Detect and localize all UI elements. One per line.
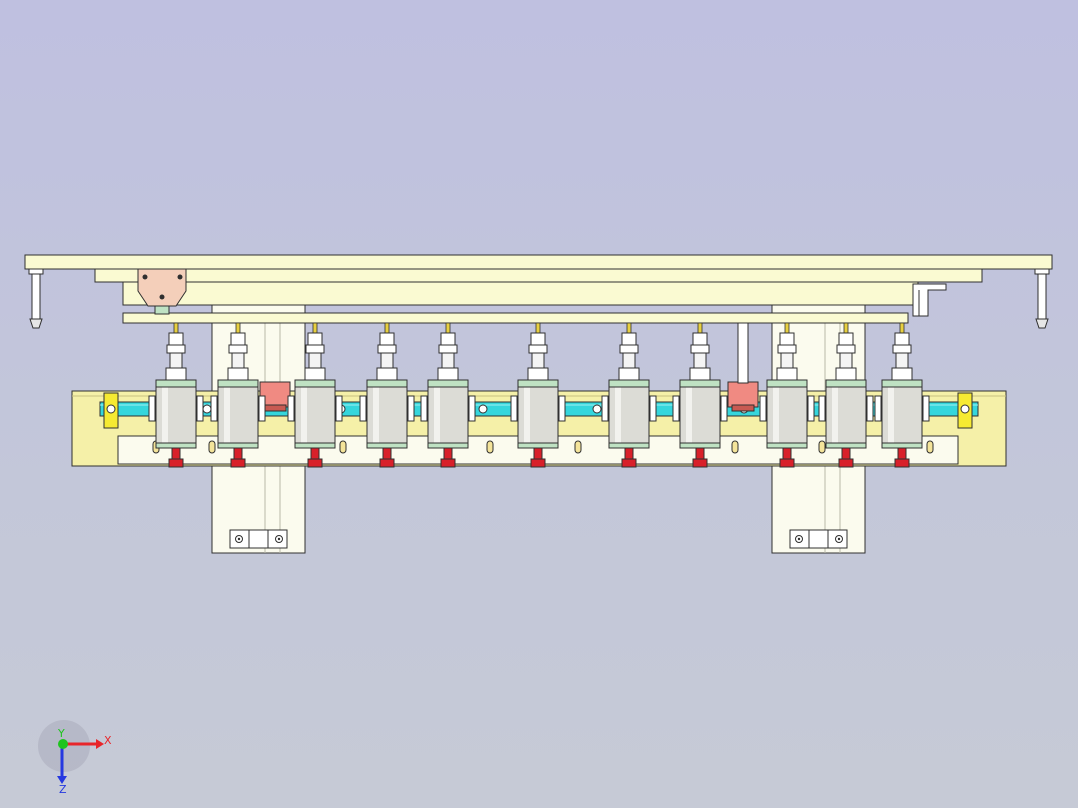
carriage-slot	[574, 440, 582, 454]
axis-triad[interactable]: X Y Z	[38, 720, 112, 796]
third-gantry-plate	[122, 281, 919, 306]
spindle-unit	[672, 322, 728, 468]
spindle-array	[148, 322, 930, 468]
spindle-unit	[287, 322, 343, 468]
triad-x-label: X	[104, 734, 112, 747]
top-gantry-plate	[24, 254, 1053, 270]
rail-bolt	[478, 404, 488, 414]
cable-bracket	[137, 268, 187, 315]
left-leveling-foot	[28, 268, 44, 329]
left-column-clamp	[229, 529, 288, 549]
carriage-slot	[486, 440, 494, 454]
carriage-slot	[339, 440, 347, 454]
triad-y-label: Y	[57, 727, 65, 740]
spindle-unit	[420, 322, 476, 468]
spindle-unit	[210, 322, 266, 468]
spindle-unit	[359, 322, 415, 468]
rail-bolt	[592, 404, 602, 414]
spindle-unit	[510, 322, 566, 468]
carriage-slot	[926, 440, 934, 454]
carriage-slot	[731, 440, 739, 454]
right-pink-block	[727, 381, 759, 408]
left-pink-block	[259, 381, 291, 408]
carriage-slot	[818, 440, 826, 454]
pink-blocks	[259, 381, 759, 412]
spindle-unit	[874, 322, 930, 468]
triad-y-arrow	[58, 739, 68, 749]
right-l-bracket	[912, 283, 947, 317]
rail-bolt	[202, 404, 212, 414]
upper-mount-bar	[122, 312, 909, 324]
spindle-unit	[148, 322, 204, 468]
triad-z-label: Z	[59, 783, 67, 796]
gantry	[24, 254, 1053, 384]
spindle-unit	[601, 322, 657, 468]
spindle-unit	[818, 322, 874, 468]
second-gantry-plate	[94, 268, 983, 283]
right-column-clamp	[789, 529, 848, 549]
right-leveling-foot	[1034, 268, 1050, 329]
carriage-slot	[208, 440, 216, 454]
spindle-unit	[759, 322, 815, 468]
